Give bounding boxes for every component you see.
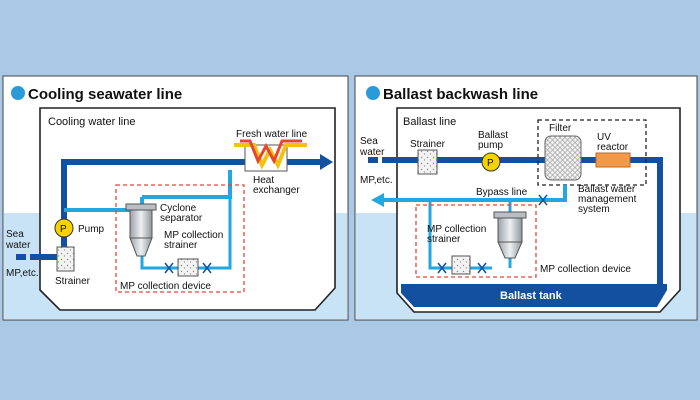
right-mp-strainer-label: MP collection strainer	[427, 224, 489, 245]
left-sea-water-line1: Sea	[6, 229, 24, 240]
right-ballast-pump	[481, 152, 501, 172]
left-outflow-arrow	[320, 154, 333, 170]
left-inflow-marker	[16, 254, 26, 260]
left-heat-exchanger-line2: exchanger	[253, 185, 300, 196]
right-bypass-line	[382, 185, 567, 202]
left-sea-water-line2: water	[5, 240, 31, 251]
left-pump-symbol: P	[60, 224, 67, 235]
left-mp-etc-label: MP,etc.	[6, 268, 39, 279]
right-ballast-pump-line2: pump	[478, 140, 503, 151]
right-mp-branch-pipe	[428, 200, 512, 270]
right-uv-line2: reactor	[597, 142, 629, 153]
left-cyclone-line2: separator	[160, 213, 203, 224]
right-pump-symbol: P	[487, 158, 494, 169]
left-pump	[54, 218, 74, 238]
left-mp-strainer-line2: strainer	[164, 240, 198, 251]
right-mp-device-box	[415, 204, 537, 278]
right-panel-subtitle: Ballast line	[403, 116, 456, 128]
right-ballast-tank-label: Ballast tank	[500, 290, 563, 302]
left-mp-device-box	[115, 184, 245, 293]
right-uv-reactor-label: UV reactor	[597, 132, 629, 153]
left-fresh-water-line	[234, 143, 307, 170]
right-bwms-label: Ballast water management system	[578, 184, 639, 215]
right-title-bullet	[366, 86, 380, 100]
left-valve-2	[202, 262, 212, 274]
left-mp-strainer-label: MP collection strainer	[164, 230, 226, 251]
left-mp-device-label: MP collection device	[120, 281, 211, 292]
right-panel-title: Ballast backwash line	[383, 86, 538, 103]
right-ballast-pump-line1: Ballast	[478, 130, 508, 141]
right-sea-water-line2: water	[359, 147, 385, 158]
left-panel-title: Cooling seawater line	[28, 86, 182, 103]
right-inflow-marker	[368, 157, 378, 163]
right-filter-label: Filter	[549, 123, 572, 134]
right-mp-collection-strainer	[451, 255, 471, 275]
left-sea-water-label: Sea water	[5, 229, 31, 251]
right-sea-water-line1: Sea	[360, 136, 378, 147]
right-cyclone-unit	[493, 211, 527, 259]
left-hot-water-line	[240, 139, 302, 165]
right-strainer-label: Strainer	[410, 139, 446, 150]
right-strainer	[417, 149, 438, 175]
right-bwms-line1: Ballast water	[578, 184, 636, 195]
right-mp-device-label: MP collection device	[540, 264, 631, 275]
right-mp-strainer-line2: strainer	[427, 234, 461, 245]
left-mp-strainer-line1: MP collection	[164, 230, 223, 241]
left-mp-collection-strainer	[177, 258, 199, 277]
right-main-pipe	[382, 157, 663, 284]
right-uv-line1: UV	[597, 132, 611, 143]
right-ballast-pump-label: Ballast pump	[478, 130, 511, 151]
right-bwms-line3: system	[578, 204, 610, 215]
right-filter	[544, 135, 582, 181]
left-strainer	[56, 246, 75, 272]
left-valve-1	[164, 262, 174, 274]
left-heat-exchanger-line1: Heat	[253, 175, 274, 186]
right-panel-ballast-backwash: Ballast backwash line Ballast line Balla…	[354, 75, 698, 321]
left-panel-subtitle: Cooling water line	[48, 116, 135, 128]
left-strainer-label: Strainer	[55, 276, 91, 287]
right-sea-water-label: Sea water	[359, 136, 385, 158]
left-title-bullet	[11, 86, 25, 100]
right-ballast-tank	[401, 284, 667, 307]
right-bwms-line2: management	[578, 194, 637, 205]
right-valve-1	[437, 262, 447, 274]
right-valve-2	[477, 262, 487, 274]
right-bypass-valve	[538, 194, 548, 206]
right-mp-etc-label: MP,etc.	[360, 175, 393, 186]
left-cyclone-line1: Cyclone	[160, 203, 197, 214]
left-cyclone-separator	[125, 203, 157, 257]
left-cyclone-label: Cyclone separator	[160, 203, 203, 224]
right-bypass-label: Bypass line	[476, 187, 528, 198]
left-panel-cooling-seawater: Cooling seawater line Cooling water line…	[2, 75, 349, 321]
left-heat-exchanger-label: Heat exchanger	[253, 175, 300, 196]
left-fresh-water-label: Fresh water line	[236, 129, 308, 140]
right-mp-strainer-line1: MP collection	[427, 224, 486, 235]
right-bwms-box	[537, 119, 647, 186]
right-outflow-arrow	[371, 193, 384, 207]
right-uv-reactor	[595, 152, 631, 168]
left-pump-label: Pump	[78, 224, 105, 235]
